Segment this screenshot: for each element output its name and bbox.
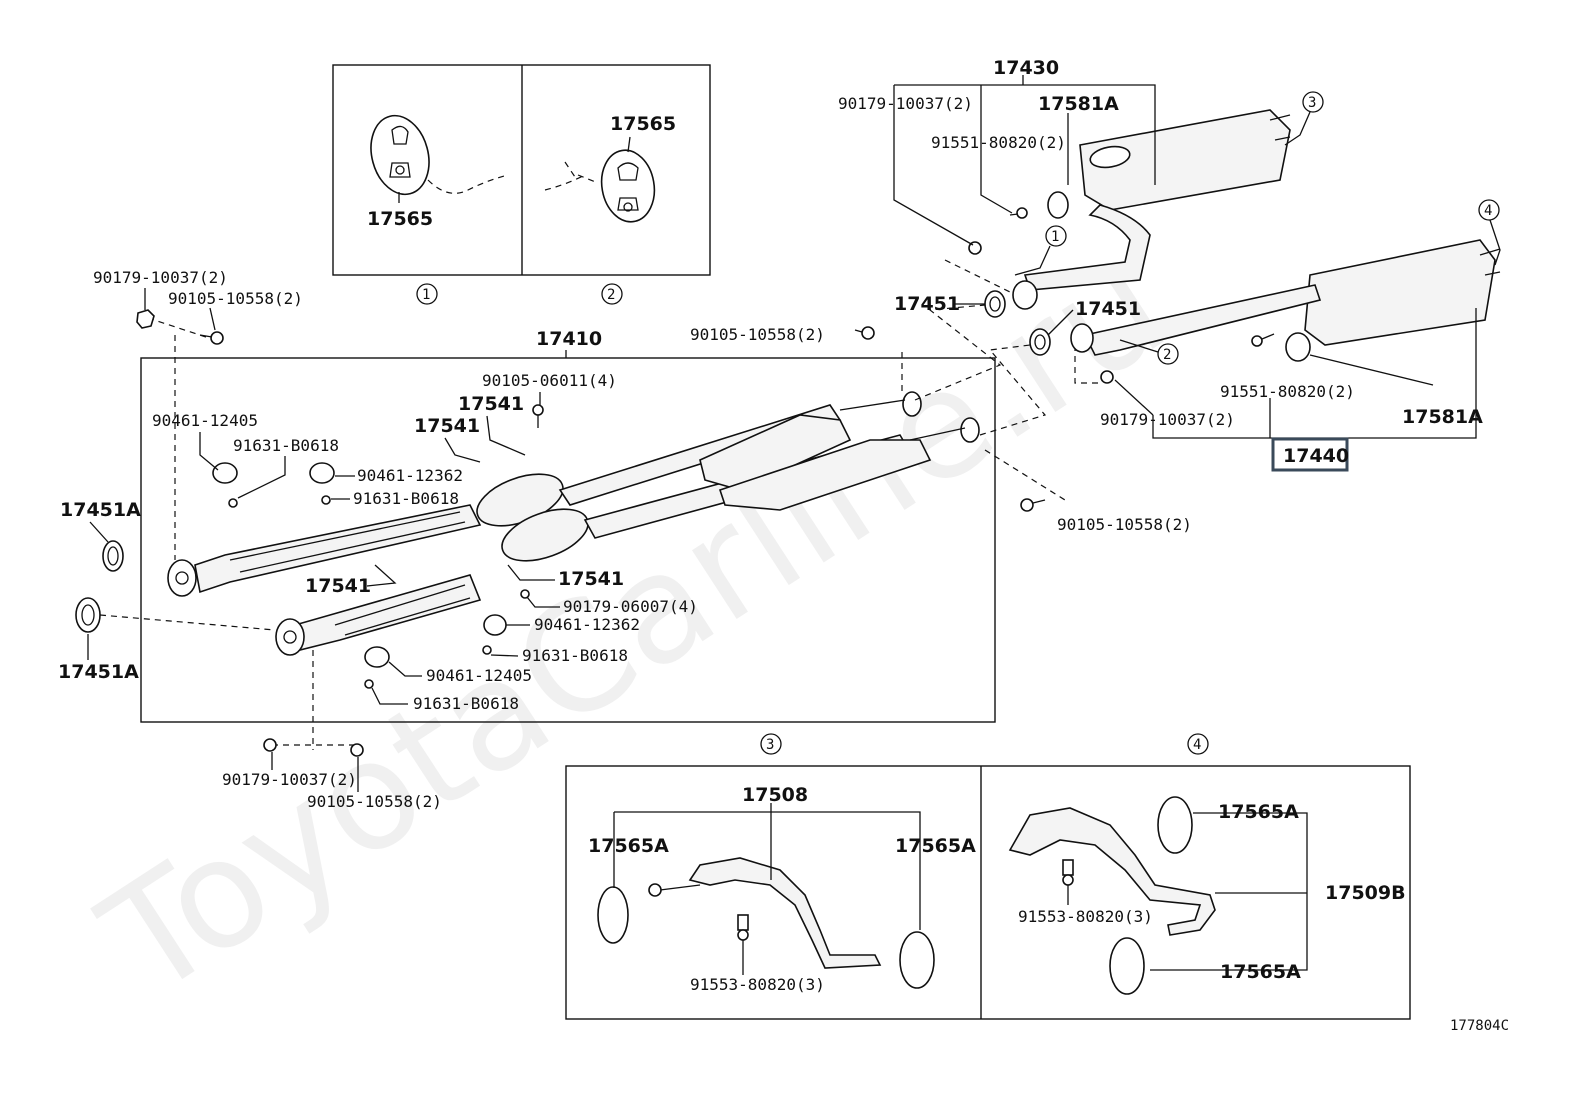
part-90105-10558-bot-label: 90105-10558(2): [307, 792, 442, 811]
gasket-17451A-a: [102, 540, 124, 572]
front-pipe-assembly-frame: [140, 357, 996, 723]
view-1-marker: 1: [422, 287, 430, 303]
part-17581A-top-label: 17581A: [1038, 93, 1119, 115]
hanger-views-frame: [565, 765, 1411, 1020]
gasket-17451-a: [984, 290, 1006, 318]
part-90105-10558-left-label: 90105-10558(2): [168, 289, 303, 308]
highlight-box-17440: [1271, 437, 1349, 472]
part-17440-label: 17440: [1283, 445, 1349, 467]
part-90179-10037-bot-label: 90179-10037(2): [222, 770, 357, 789]
part-17541-a-label: 17541: [458, 393, 524, 415]
part-17565-label-b: 17565: [610, 113, 676, 135]
part-90105-10558-right-label: 90105-10558(2): [1057, 515, 1192, 534]
part-91551-80820-bot-label: 91551-80820(2): [1220, 382, 1355, 401]
hanger-bracket-17508-drawing: [597, 857, 935, 989]
part-17565-label-a: 17565: [367, 208, 433, 230]
part-90105-06011-label: 90105-06011(4): [482, 371, 617, 390]
hanger-view-2: [544, 136, 656, 223]
view-4-marker: 4: [1193, 737, 1201, 753]
muffler-assembly-17440: [1070, 239, 1501, 362]
part-90461-12405-a-label: 90461-12405: [152, 411, 258, 430]
part-17565A-left-label: 17565A: [588, 835, 669, 857]
part-17451A-b-label: 17451A: [58, 661, 139, 683]
part-91553-80820-a-label: 91553-80820(3): [690, 975, 825, 994]
part-91631-B0618-a-label: 91631-B0618: [233, 436, 339, 455]
part-91631-B0618-c-label: 91631-B0618: [522, 646, 628, 665]
part-17565A-right-label: 17565A: [895, 835, 976, 857]
part-17541-c-label: 17541: [305, 575, 371, 597]
part-17565A-bottom-label: 17565A: [1220, 961, 1301, 983]
part-17430-label: 17430: [993, 57, 1059, 79]
part-17541-b-label: 17541: [414, 415, 480, 437]
part-90105-10558-mid-label: 90105-10558(2): [690, 325, 825, 344]
front-exhaust-pipe-assembly: [167, 391, 980, 656]
part-90461-12405-b-label: 90461-12405: [426, 666, 532, 685]
part-17451-a-label: 17451: [894, 293, 960, 315]
view-2-marker: 2: [607, 287, 615, 303]
gasket-17451-b: [1029, 328, 1051, 356]
part-91551-80820-top-label: 91551-80820(2): [931, 133, 1066, 152]
hanger-bracket-17509B-drawing: [1008, 796, 1216, 995]
part-91631-B0618-b-label: 91631-B0618: [353, 489, 459, 508]
part-90179-06007-label: 90179-06007(4): [563, 597, 698, 616]
part-17410-label: 17410: [536, 328, 602, 350]
part-90179-10037-right-label: 90179-10037(2): [1100, 410, 1235, 429]
part-17541-d-label: 17541: [558, 568, 624, 590]
part-17451A-a-label: 17451A: [60, 499, 141, 521]
part-17581A-bot-label: 17581A: [1402, 406, 1483, 428]
muffler-assembly-17430: [1012, 109, 1291, 310]
part-17509B-label: 17509B: [1325, 882, 1406, 904]
part-91553-80820-b-label: 91553-80820(3): [1018, 907, 1153, 926]
part-90179-10037-left-label: 90179-10037(2): [93, 268, 228, 287]
view-3-marker: 3: [766, 737, 774, 753]
hanger-bracket-17581A-top: [1047, 191, 1069, 219]
gasket-17451A-b: [75, 597, 101, 633]
part-17565A-top-label: 17565A: [1218, 801, 1299, 823]
part-90461-12362-a-label: 90461-12362: [357, 466, 463, 485]
ref-1-marker: 1: [1051, 229, 1059, 245]
part-17508-label: 17508: [742, 784, 808, 806]
part-90461-12362-b-label: 90461-12362: [534, 615, 640, 634]
fasteners: [136, 207, 1275, 757]
hanger-view-1: [370, 114, 509, 203]
inset-views-1-2: 17565 17565: [332, 64, 711, 276]
part-90179-10037-top-label: 90179-10037(2): [838, 94, 973, 113]
part-17451-b-label: 17451: [1075, 298, 1141, 320]
ref-2-marker: 2: [1163, 347, 1171, 363]
diagram-code: 177804C: [1450, 1018, 1509, 1034]
part-91631-B0618-d-label: 91631-B0618: [413, 694, 519, 713]
ref-3-marker: 3: [1308, 95, 1316, 111]
ref-4-marker: 4: [1484, 203, 1492, 219]
hanger-bracket-17581A-bot: [1285, 332, 1311, 362]
